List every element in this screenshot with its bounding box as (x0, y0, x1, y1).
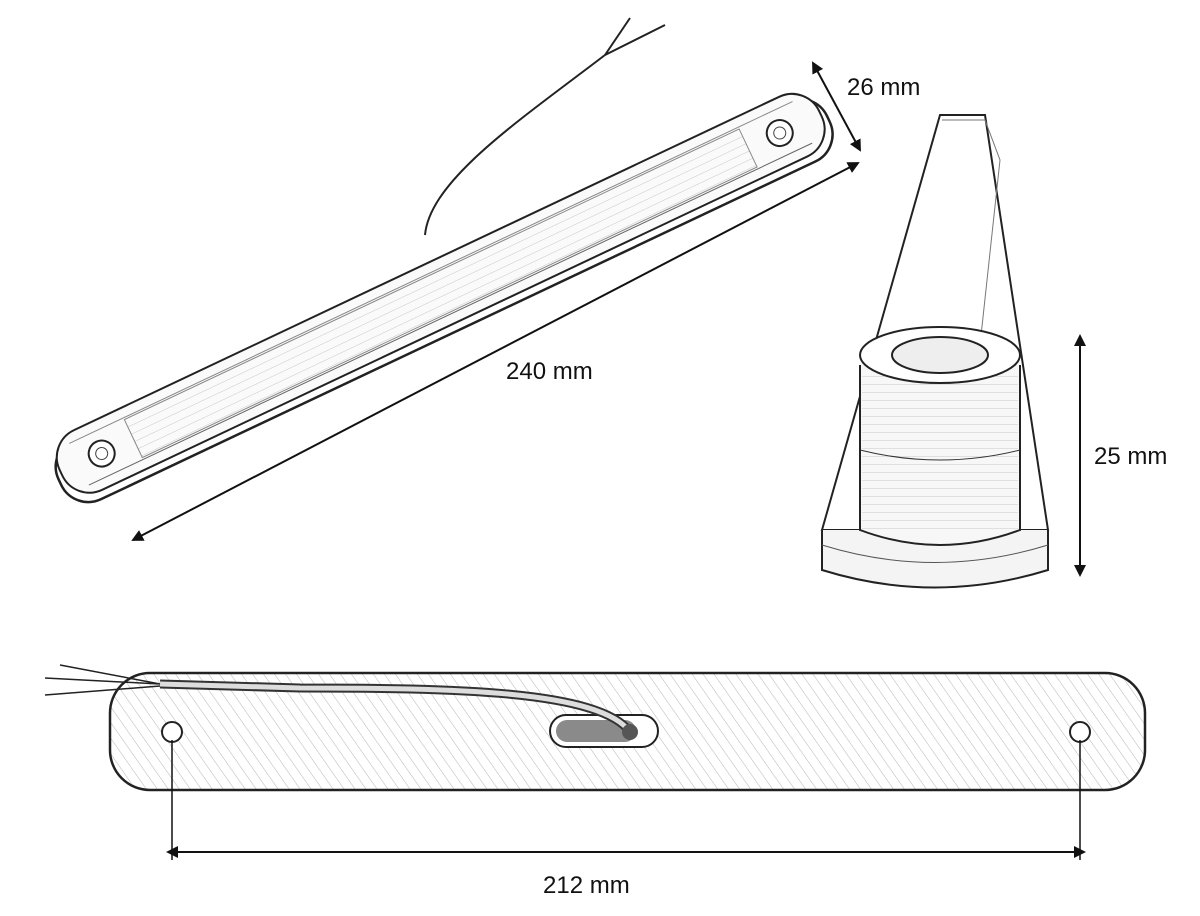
light-bar-end-view (820, 114, 1050, 589)
hole-spacing-label: 212 mm (543, 872, 630, 899)
mount-hole-left (161, 721, 183, 743)
height-label: 25 mm (1094, 443, 1168, 470)
dim-line-length (131, 162, 860, 541)
length-label: 240 mm (506, 358, 593, 385)
light-bar-bottom-view (44, 664, 1147, 792)
wires (44, 664, 161, 696)
cable-slot (556, 720, 636, 742)
width-label: 26 mm (847, 74, 921, 101)
screw-icon (87, 439, 116, 468)
light-bar-perspective (54, 17, 834, 504)
mount-hole-right (1069, 721, 1091, 743)
screw-icon (765, 119, 794, 148)
dim-line-width (812, 61, 861, 152)
